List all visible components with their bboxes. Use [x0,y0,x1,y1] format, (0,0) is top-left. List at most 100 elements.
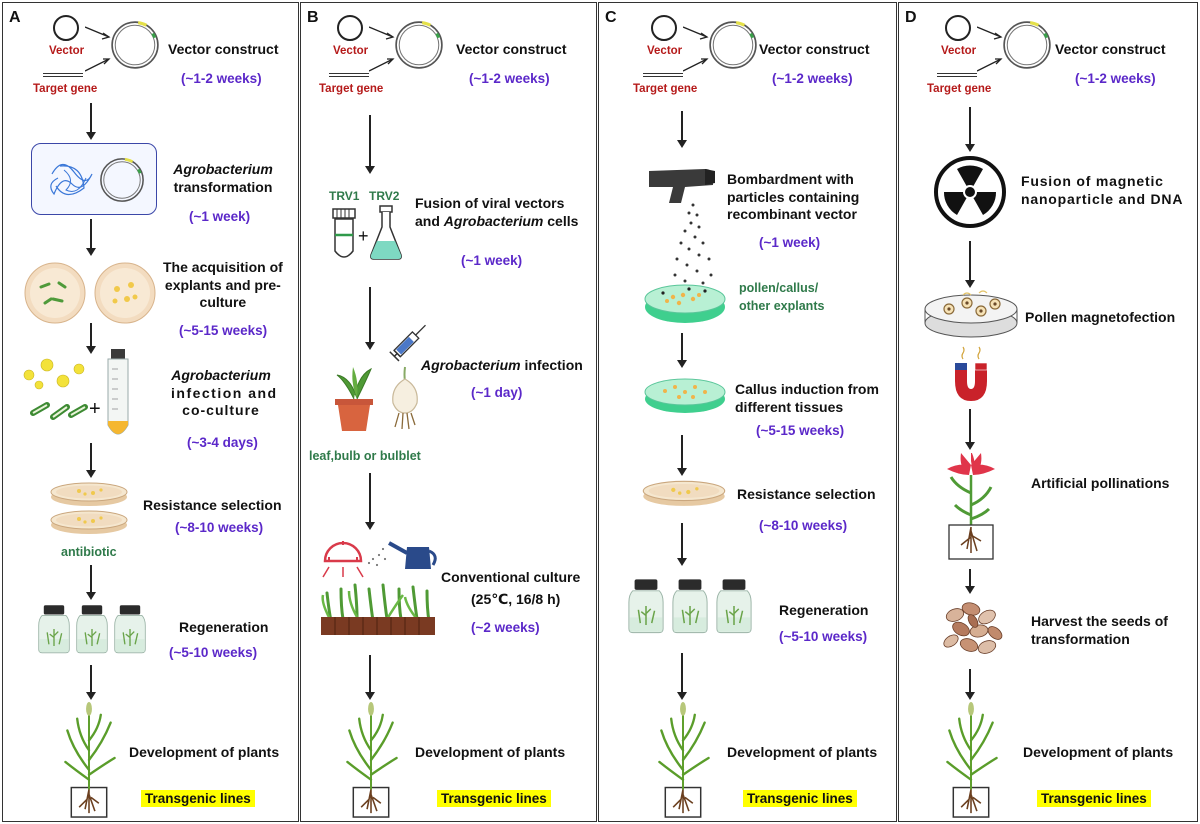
transgenic-lines-label: Transgenic lines [141,790,255,807]
ligation-arrows [977,26,1003,72]
trv2-label: TRV2 [369,189,400,203]
culture-condition-label: (25℃, 16/8 h) [471,591,561,607]
magnet-icon [955,346,988,401]
resistance-selection-label: Resistance selection [737,486,876,502]
bomb-line-2: particles containing [727,188,860,205]
explants-line-1: The acquisition of [163,259,283,275]
ligation-arrows [369,26,395,72]
gene-gun-icon [649,169,715,203]
plant-icon [653,701,713,819]
panel-b: B Vector Target gene Vector construct (~… [300,2,597,822]
infection-time: (~3-4 days) [187,435,258,450]
panel-letter: A [9,9,21,26]
syringe-icon [389,324,426,362]
vector-construct-label: Vector construct [1055,41,1166,57]
pollination-label: Artificial pollinations [1031,475,1170,491]
culture-jar-icon [75,603,109,655]
culture-jar-icon [627,577,665,635]
vector-label: Vector [333,45,369,57]
empty-vector-icon [337,15,363,41]
trv1-label: TRV1 [329,189,360,203]
flow-arrow [86,665,96,700]
seedling-tray-icon [321,583,435,635]
flow-arrow [86,219,96,256]
lily-flower-icon [947,453,995,560]
culture-jar-icon [715,577,753,635]
transformation-word: transformation [173,178,273,195]
agro-infection-label: Agrobacterium infection [421,357,583,375]
agrobacterium-word: Agrobacterium [173,161,273,177]
pollen-line-2: other explants [739,298,825,313]
plant-icon [941,701,1001,819]
culture-tube-icon [107,349,129,435]
empty-vector-icon [651,15,677,41]
selection-dish-icon [49,479,129,507]
vector-construct-time: (~1-2 weeks) [469,71,550,86]
flow-arrow [965,409,975,450]
bulb-icon [392,366,418,430]
vector-construct-time: (~1-2 weeks) [181,71,262,86]
harvest-line-2: transformation [1031,630,1130,647]
fusion-viral-label: Fusion of viral vectors and Agrobacteriu… [415,195,578,230]
callus-induction-label: Callus induction from different tissues [735,381,879,416]
bombardment-time: (~1 week) [759,235,821,250]
infection-line-2: infection and [171,384,278,401]
flow-arrow [965,241,975,288]
fusion-line-2: nanoparticle and DNA [1021,190,1184,207]
infection-label: Agrobacterium infection and co-culture [171,367,276,420]
explants-time: (~5-15 weeks) [179,323,268,338]
panel-a: A Vector Target gene Vector construct (~… [2,2,299,822]
plus-sign: + [89,398,101,420]
fusion-magnetic-label: Fusion of magnetic nanoparticle and DNA [1021,173,1183,208]
target-gene-label: Target gene [633,83,698,95]
regeneration-label: Regeneration [779,602,869,618]
agrobacterium-word: Agrobacterium [421,357,521,373]
fusion-viral-time: (~1 week) [461,253,523,268]
culture-jar-icon [113,603,147,655]
agro-infection-time: (~1 day) [471,385,523,400]
vector-label: Vector [49,45,85,57]
flow-arrow [677,523,687,566]
explants-label: The acquisition of explants and pre- cul… [163,259,283,312]
recombinant-plasmid-icon [393,19,445,71]
agrobacterium-word: Agrobacterium [443,212,544,229]
ligation-arrows [683,26,709,72]
resistance-selection-label: Resistance selection [143,497,282,513]
target-gene-label: Target gene [319,83,384,95]
regeneration-time: (~5-10 weeks) [169,645,258,660]
flow-arrow [365,655,375,700]
resistance-selection-time: (~8-10 weeks) [175,520,264,535]
trv1-tube-icon [332,208,356,258]
flow-arrow [365,115,375,174]
panel-letter: C [605,9,617,26]
recombinant-plasmid-icon [1001,19,1053,71]
pollen-dish-icon [924,290,1018,338]
development-label: Development of plants [129,744,280,760]
bombardment-label: Bombardment with particles containing re… [727,171,859,224]
infection-line-3: co-culture [182,402,260,418]
antibiotic-label: antibiotic [61,545,117,559]
pollen-line-1: pollen/callus/ [739,281,819,295]
target-gene-label: Target gene [927,83,992,95]
grow-lamp-icon [322,541,364,578]
vector-label: Vector [647,45,683,57]
flow-arrow [677,435,687,476]
callus-line-1: Callus induction from [735,381,879,397]
panel-d: D Vector Target gene Vector construct (~… [898,2,1198,822]
fusion-line-2a: and [415,212,444,229]
vector-label: Vector [941,45,977,57]
watering-can-icon [367,541,437,569]
development-label: Development of plants [415,744,566,760]
flow-arrow [677,333,687,368]
vector-construct-time: (~1-2 weeks) [1075,71,1156,86]
magnetic-nanoparticle-icon [934,156,1006,228]
flow-arrow [86,565,96,600]
potted-plant-icon [335,367,373,431]
harvest-line-1: Harvest the seeds of [1031,613,1168,629]
bomb-line-3: recombinant vector [727,206,857,222]
flow-arrow [677,111,687,148]
culture-jar-icon [671,577,709,635]
transgenic-lines-label: Transgenic lines [437,790,551,807]
fusion-line-2c: cells [543,212,579,229]
leaf-explants-icon [30,402,88,420]
